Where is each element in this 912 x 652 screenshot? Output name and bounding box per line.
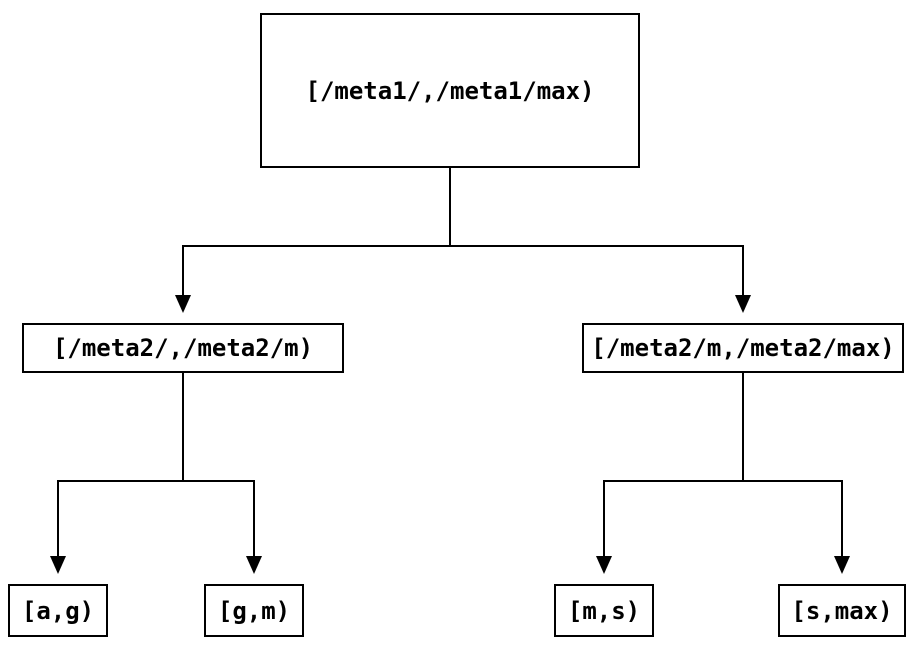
arrow-down-icon xyxy=(246,556,262,574)
edge-left-to-leaf-ag xyxy=(50,373,184,574)
edge-left-to-leaf-gm xyxy=(182,373,262,574)
node-leaf-ms: [m,s) xyxy=(554,584,654,637)
edge-right-to-leaf-smax xyxy=(742,373,850,574)
edge-root-to-left xyxy=(175,168,451,313)
node-root: [/meta1/,/meta1/max) xyxy=(260,13,640,168)
node-label: [m,s) xyxy=(567,596,641,625)
node-label: [g,m) xyxy=(217,596,291,625)
node-leaf-smax: [s,max) xyxy=(778,584,906,637)
arrow-down-icon xyxy=(175,295,191,313)
node-leaf-gm: [g,m) xyxy=(204,584,304,637)
edge-right-to-leaf-ms xyxy=(596,373,744,574)
edge-line xyxy=(603,373,744,556)
node-leaf-ag: [a,g) xyxy=(8,584,108,637)
edge-line xyxy=(742,373,843,556)
node-label: [/meta2/m,/meta2/max) xyxy=(591,334,895,362)
edge-line xyxy=(182,373,255,556)
node-label: [/meta1/,/meta1/max) xyxy=(305,76,595,105)
edge-line xyxy=(449,168,744,295)
node-label: [s,max) xyxy=(791,596,893,625)
edge-root-to-right xyxy=(449,168,751,313)
edge-line xyxy=(57,373,184,556)
arrow-down-icon xyxy=(596,556,612,574)
node-label: [a,g) xyxy=(21,596,95,625)
node-label: [/meta2/,/meta2/m) xyxy=(52,334,314,362)
arrow-down-icon xyxy=(834,556,850,574)
arrow-down-icon xyxy=(50,556,66,574)
node-meta2-low: [/meta2/,/meta2/m) xyxy=(22,323,344,373)
edge-line xyxy=(182,168,451,295)
arrow-down-icon xyxy=(735,295,751,313)
node-meta2-high: [/meta2/m,/meta2/max) xyxy=(582,323,904,373)
